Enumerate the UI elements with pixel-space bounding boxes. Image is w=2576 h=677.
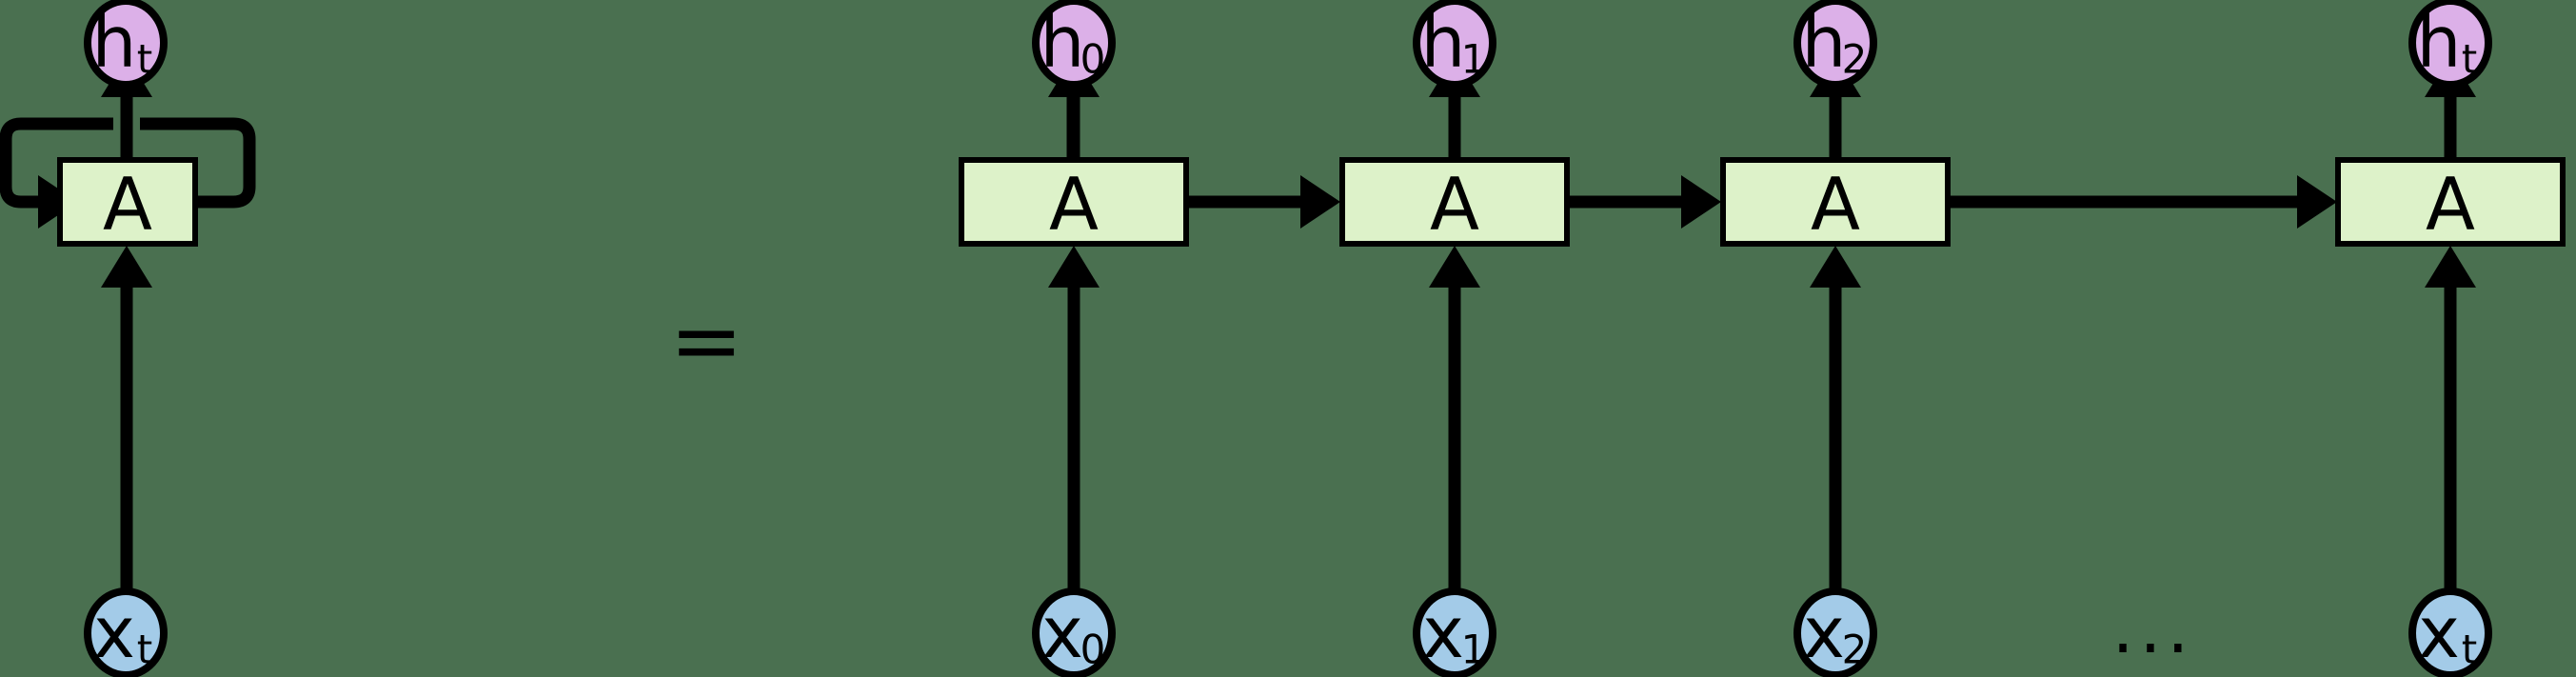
rnn-cell-label-t: A xyxy=(2426,162,2475,247)
arrowhead-to-cell-1 xyxy=(1429,246,1480,288)
input-sub-1: 1 xyxy=(1461,627,1487,673)
unrolled-rnn-group: A h 0 x 0 A h 1 xyxy=(959,0,2566,677)
input-base-0: x xyxy=(1041,592,1083,674)
input-base-2: x xyxy=(1803,592,1845,674)
input-sub-0: 0 xyxy=(1080,627,1106,673)
input-node-1 xyxy=(1413,587,1496,677)
rolled-cell-A: A xyxy=(57,157,198,247)
rnn-cell-box-0 xyxy=(959,157,1189,247)
rnn-cell-label-1: A xyxy=(1430,162,1479,247)
rnn-cell-box-1 xyxy=(1339,157,1570,247)
sequence-ellipsis: ... xyxy=(2112,588,2195,668)
rolled-hidden-state-node: h t xyxy=(84,0,168,89)
input-sub-2: 2 xyxy=(1842,627,1868,673)
rolled-hidden-sub: t xyxy=(137,36,152,83)
input-base-t: x xyxy=(2418,592,2460,674)
state-arrow-0-to-1 xyxy=(1185,175,1340,229)
hidden-base-2: h xyxy=(1802,2,1847,84)
hidden-state-node-0 xyxy=(1032,0,1116,89)
input-node-0 xyxy=(1032,587,1116,677)
arrowhead-to-cell-0 xyxy=(1048,246,1100,288)
rolled-input-sub: t xyxy=(137,627,152,673)
hidden-sub-2: 2 xyxy=(1842,36,1868,83)
hidden-base-1: h xyxy=(1421,2,1466,84)
unrolled-cell-group-1: A h 1 x 1 xyxy=(1339,0,1570,677)
input-node-t xyxy=(2408,587,2492,677)
rnn-cell-box-t xyxy=(2335,157,2566,247)
rolled-hidden-base: h xyxy=(92,2,137,84)
state-arrow-1-to-2 xyxy=(1566,175,1721,229)
arrowhead-to-cell-t xyxy=(2425,246,2476,288)
input-sub-t: t xyxy=(2462,627,2477,673)
input-base-1: x xyxy=(1422,592,1464,674)
rolled-cell-label: A xyxy=(103,162,152,247)
rnn-cell-label-0: A xyxy=(1049,162,1099,247)
rolled-input-base: x xyxy=(93,592,135,674)
state-arrow-2-to-t xyxy=(1948,175,2337,229)
input-node-2 xyxy=(1793,587,1877,677)
hidden-base-0: h xyxy=(1040,2,1085,84)
rnn-cell-box-2 xyxy=(1720,157,1951,247)
hidden-sub-1: 1 xyxy=(1461,36,1487,83)
rolled-input-node: x t xyxy=(84,587,168,677)
hidden-sub-t: t xyxy=(2462,36,2477,83)
equals-sign: = xyxy=(669,290,743,392)
hidden-state-node-2 xyxy=(1793,0,1877,89)
hidden-state-node-t xyxy=(2408,0,2492,89)
rolled-rnn-group: A h t x t xyxy=(0,0,256,677)
unrolled-cell-group-t: A h t x t xyxy=(2335,0,2566,677)
hidden-base-t: h xyxy=(2417,2,2462,84)
unrolled-cell-group-0: A h 0 x 0 xyxy=(959,0,1189,677)
arrow-input-to-cell-rolled xyxy=(101,246,152,600)
rnn-cell-label-2: A xyxy=(1811,162,1860,247)
arrowhead-to-cell-2 xyxy=(1810,246,1861,288)
unrolled-cell-group-2: A h 2 x 2 xyxy=(1720,0,1951,677)
hidden-state-node-1 xyxy=(1413,0,1496,89)
hidden-sub-0: 0 xyxy=(1080,36,1106,83)
